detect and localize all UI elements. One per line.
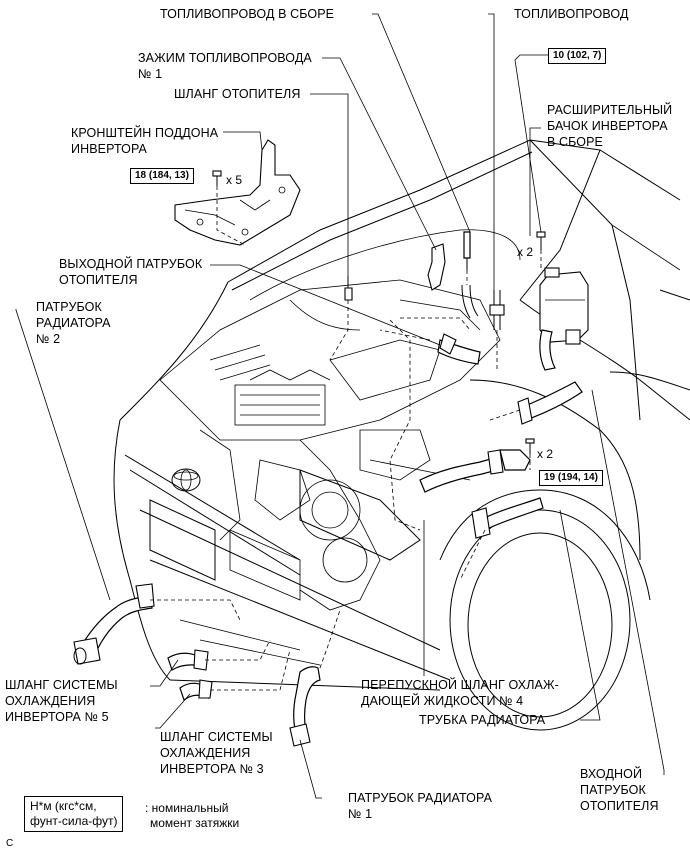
label-inverter-bracket-2: ИНВЕРТОРА: [71, 142, 147, 156]
label-fuel-line: ТОПЛИВОПРОВОД: [514, 7, 629, 21]
label-radiator-pipe-2-3: № 2: [36, 332, 61, 346]
inverter-hose-3-part: [179, 679, 213, 701]
heater-inlet-part: [517, 381, 583, 425]
label-fuel-clamp-2: № 1: [138, 67, 163, 81]
legend-description-line-2: момент затяжки: [150, 816, 240, 830]
fuel-line-assy-part: [461, 231, 479, 319]
label-inverter-tank-2: БАЧОК ИНВЕРТОРА: [547, 119, 668, 133]
label-heater-inlet-3: ОТОПИТЕЛЯ: [580, 799, 659, 813]
legend-units-line-2: фунт-сила-фут): [30, 814, 118, 828]
heater-outlet-part: [437, 333, 481, 365]
label-fuel-clamp-1: ЗАЖИМ ТОПЛИВОПРОВОДА: [138, 51, 312, 65]
qty-tube-bolts: x 2: [537, 447, 554, 461]
torque-bracket: 18 (184, 13): [130, 168, 194, 184]
legend-units-box: Н*м (кгс*см, фунт-сила-фут): [24, 796, 124, 832]
label-bypass-hose-4-2: ДАЮЩЕЙ ЖИДКОСТИ № 4: [361, 694, 524, 708]
bypass-hose-part: [419, 449, 504, 493]
radiator-tube-part: [471, 438, 544, 539]
label-inverter-tank-3: В СБОРЕ: [547, 135, 603, 149]
assembly-lines: [150, 186, 542, 691]
label-fuel-line-assy: ТОПЛИВОПРОВОД В СБОРЕ: [160, 7, 335, 21]
qty-tank-bolts: x 2: [517, 245, 534, 259]
radiator-pipe-2-part: [73, 583, 155, 665]
legend-description: : номинальный момент затяжки: [145, 801, 239, 831]
bracket-bolt: [212, 170, 222, 186]
fuel-clamp-part: [427, 243, 446, 291]
radiator-pipe-1-part: [289, 666, 321, 747]
label-heater-outlet-2: ОТОПИТЕЛЯ: [59, 273, 138, 287]
label-bypass-hose-4-1: ПЕРЕПУСКНОЙ ШЛАНГ ОХЛАЖ-: [361, 678, 559, 692]
label-radiator-pipe-1-1: ПАТРУБОК РАДИАТОРА: [348, 791, 493, 805]
label-heater-outlet-1: ВЫХОДНОЙ ПАТРУБОК: [59, 257, 203, 271]
qty-bracket-bolts: x 5: [226, 173, 243, 187]
torque-fuel-line: 10 (102, 7): [548, 48, 607, 64]
label-inverter-bracket-1: КРОНШТЕЙН ПОДДОНА: [71, 126, 219, 140]
label-inverter-hose-3-2: ОХЛАЖДЕНИЯ: [160, 746, 251, 760]
leader-lines: [15, 13, 665, 799]
label-inverter-hose-3-1: ШЛАНГ СИСТЕМЫ: [160, 730, 273, 744]
label-radiator-pipe-1-2: № 1: [348, 807, 373, 821]
label-radiator-pipe-2-1: ПАТРУБОК: [36, 300, 102, 314]
inverter-bracket-part: [174, 139, 301, 246]
fuel-line-part: [489, 290, 505, 330]
torque-tube-bolts: 19 (194, 14): [539, 470, 603, 486]
label-heater-inlet-1: ВХОДНОЙ: [580, 767, 643, 781]
label-inverter-hose-5-2: ОХЛАЖДЕНИЯ: [5, 694, 96, 708]
label-inverter-tank-1: РАСШИРИТЕЛЬНЫЙ: [547, 103, 673, 117]
engine-compartment: [159, 279, 501, 611]
inverter-tank-part: [536, 231, 589, 371]
label-heater-hose: ШЛАНГ ОТОПИТЕЛЯ: [174, 87, 301, 101]
label-radiator-tube: ТРУБКА РАДИАТОРА: [419, 713, 546, 727]
legend-units-line-1: Н*м (кгс*см,: [30, 799, 97, 813]
heater-hose-part: [344, 276, 353, 301]
inverter-hose-5-part: [167, 649, 209, 671]
label-heater-inlet-2: ПАТРУБОК: [580, 783, 646, 797]
label-inverter-hose-5-3: ИНВЕРТОРА № 5: [5, 710, 109, 724]
label-inverter-hose-5-1: ШЛАНГ СИСТЕМЫ: [5, 678, 118, 692]
label-radiator-pipe-2-2: РАДИАТОРА: [36, 316, 111, 330]
legend-description-line-1: : номинальный: [145, 801, 229, 815]
label-inverter-hose-3-3: ИНВЕРТОРА № 3: [160, 762, 264, 776]
car-body: [113, 139, 690, 731]
corner-mark: C: [6, 838, 14, 849]
